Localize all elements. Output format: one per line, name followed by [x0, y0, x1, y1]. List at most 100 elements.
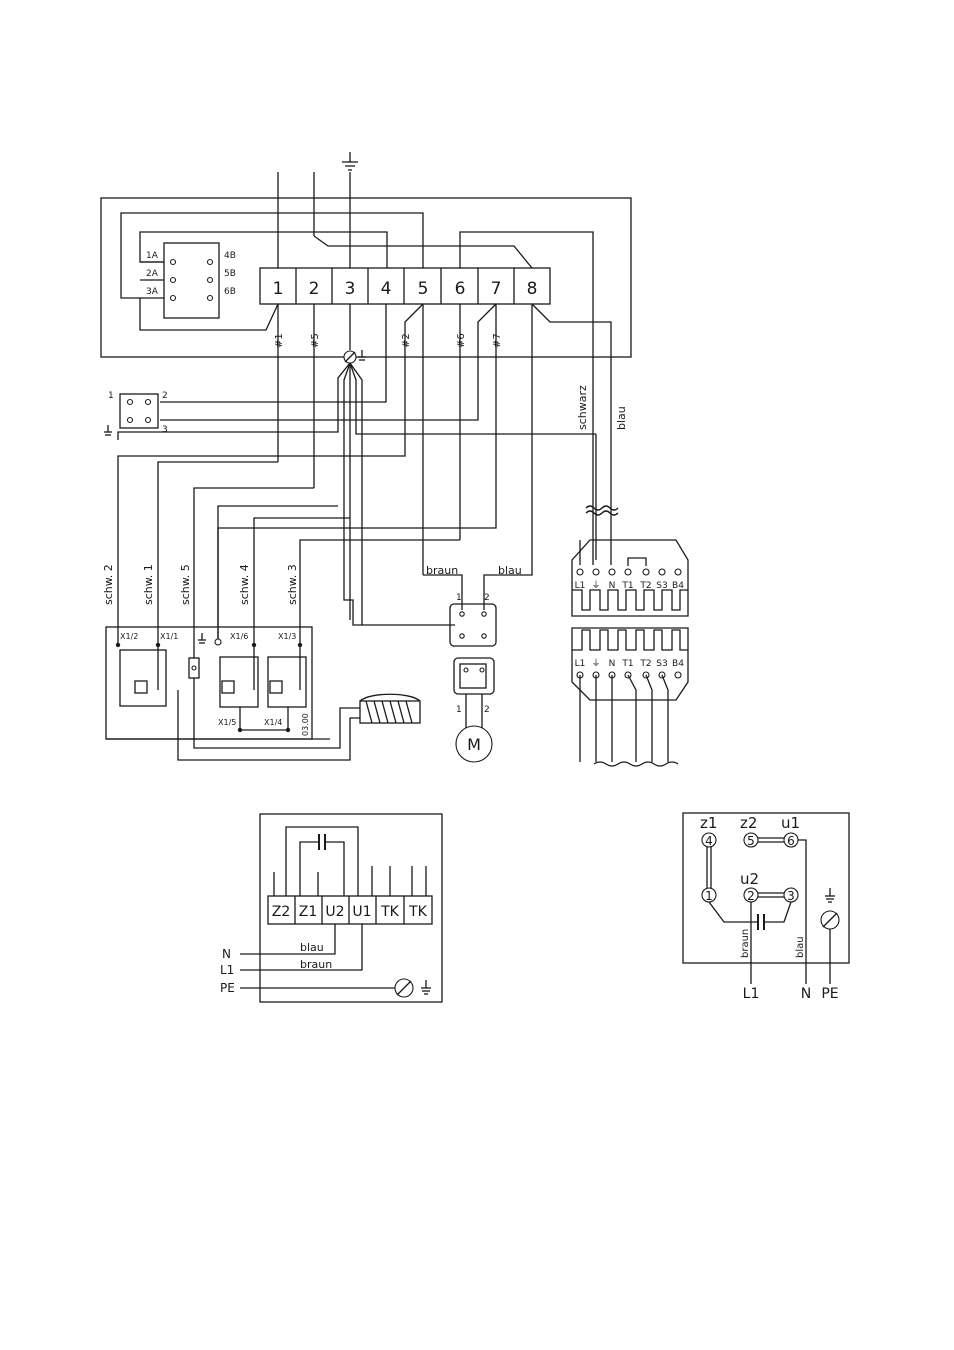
- sensor-node-x1-1: X1/1: [160, 632, 178, 641]
- sensor-wire-label-2: schw. 2: [102, 564, 115, 605]
- switch-label-5b: 5B: [224, 269, 236, 279]
- motor-term-num-2: 2: [747, 889, 755, 903]
- wire-id-7: #7: [492, 333, 503, 348]
- plug-top-pin-6: [674, 568, 682, 576]
- motor-pin-1-top: 1: [456, 593, 462, 603]
- sensor-wire-label-5: schw. 5: [179, 564, 192, 605]
- sensor-node-x1-4: X1/4: [264, 718, 282, 727]
- plug-top-pin-3: [624, 568, 632, 576]
- motor-feed-pe: PE: [821, 986, 838, 1002]
- cable-label-blau: blau: [615, 406, 628, 430]
- motor-term-z1: z1: [700, 814, 717, 832]
- plug-top-pin-2: [608, 568, 616, 576]
- sensor-wire-label-1: schw. 1: [142, 564, 155, 605]
- motor-feed-l1: L1: [743, 986, 760, 1002]
- motor-terminal-diagram: z1 z2 u1 u2 4 5 6 1 2 3 braun b: [682, 812, 850, 1002]
- sensor-node-x1-6: X1/6: [230, 632, 248, 641]
- motor-term-u2: u2: [740, 870, 759, 888]
- cap-terminal-u1: U1: [352, 904, 371, 920]
- switch-label-3a: 3A: [146, 287, 159, 297]
- cap-terminal-z1: Z1: [299, 904, 318, 920]
- motor-term-num-1: 1: [705, 889, 713, 903]
- cap-wire-blau: blau: [300, 941, 324, 954]
- heating-coil: [359, 693, 421, 724]
- terminal-6: 6: [455, 279, 466, 299]
- motor-pin-2-top: 2: [484, 593, 490, 603]
- power-plug: L1 ⏚ N T1 T2 S3 B4 L1 ⏚ N T1 T2 S3 B4: [571, 539, 689, 701]
- wire-id-2: #2: [401, 333, 412, 348]
- plug-top-pe: ⏚: [591, 580, 600, 591]
- switch-label-2a: 2A: [146, 269, 159, 279]
- motor-wire-braun: braun: [426, 564, 458, 577]
- cap-terminal-u2: U2: [325, 904, 344, 920]
- motor-plug: [449, 603, 497, 695]
- terminal-8: 8: [527, 279, 538, 299]
- plug-bottom-pin-6: [674, 671, 682, 679]
- plug-top-s3: S3: [656, 581, 667, 591]
- plug-bottom-n: N: [609, 659, 616, 669]
- motor-feed-n: N: [801, 986, 811, 1002]
- sensor-box-code: 03.00: [301, 713, 310, 736]
- aux-connector: 1 2 3: [104, 391, 168, 436]
- terminal-3: 3: [345, 279, 356, 299]
- motor-term-num-5: 5: [747, 834, 755, 848]
- plug-bottom-t2: T2: [639, 659, 651, 669]
- wire-id-6: #6: [456, 333, 467, 348]
- earth-symbol-top: [342, 152, 358, 171]
- plug-top-pin-0: [576, 568, 584, 576]
- switch-label-6b: 6B: [224, 287, 236, 297]
- plug-bottom-pe: ⏚: [591, 658, 600, 669]
- sensor-wire-label-3: schw. 3: [286, 564, 299, 605]
- cap-terminal-tk1: TK: [380, 904, 400, 920]
- cable-label-schwarz: schwarz: [576, 385, 589, 430]
- plug-top-b4: B4: [672, 581, 684, 591]
- motor-pin-2-bottom: 2: [484, 705, 490, 715]
- aux-pin-2: 2: [162, 391, 168, 401]
- selector-switch: 1A 2A 3A 4B 5B 6B: [140, 242, 236, 319]
- sensor-node-x1-5: X1/5: [218, 718, 236, 727]
- motor-term-z2: z2: [740, 814, 757, 832]
- cap-feed-pe: PE: [220, 981, 235, 995]
- aux-pin-1: 1: [108, 391, 114, 401]
- motor-term-u1: u1: [781, 814, 800, 832]
- terminal-4: 4: [381, 279, 392, 299]
- plug-top-pin-1: [592, 568, 600, 576]
- control-housing: [100, 197, 632, 358]
- terminal-5: 5: [418, 279, 429, 299]
- cap-terminal-tk2: TK: [408, 904, 428, 920]
- motor-wire-blau: blau: [498, 564, 522, 577]
- switch-label-4b: 4B: [224, 251, 236, 261]
- terminal-1: 1: [273, 279, 284, 299]
- motor-symbol: M: [455, 725, 493, 763]
- plug-top-l1: L1: [575, 581, 586, 591]
- cap-feed-l1: L1: [220, 963, 234, 977]
- terminal-7: 7: [491, 279, 502, 299]
- plug-top-pin-5: [658, 568, 666, 576]
- earth-terminal: [343, 350, 366, 364]
- aux-pin-3: 3: [162, 425, 168, 435]
- plug-top-t1: T1: [621, 581, 633, 591]
- plug-bottom-b4: B4: [672, 659, 684, 669]
- motor-term-num-6: 6: [787, 834, 795, 848]
- motor-term-num-3: 3: [787, 889, 795, 903]
- plug-top-t2: T2: [639, 581, 651, 591]
- wire-id-1: #1: [274, 333, 285, 348]
- plug-bottom-s3: S3: [656, 659, 667, 669]
- plug-bottom-t1: T1: [621, 659, 633, 669]
- cap-feed-n: N: [222, 947, 231, 961]
- motor-pin-1-bottom: 1: [456, 705, 462, 715]
- plug-top-n: N: [609, 581, 616, 591]
- sensor-node-x1-2: X1/2: [120, 632, 138, 641]
- motor-label: M: [467, 735, 481, 754]
- switch-label-1a: 1A: [146, 251, 159, 261]
- terminal-2: 2: [309, 279, 320, 299]
- motor-wire-label-braun: braun: [740, 929, 751, 958]
- capacitor-terminal-diagram: Z2 Z1 U2 U1 TK TK N L1 PE blau braun: [220, 813, 443, 1003]
- terminal-strip: 1 2 3 4 5 6 7 8: [259, 267, 551, 305]
- cap-terminal-z2: Z2: [272, 904, 291, 920]
- motor-term-num-4: 4: [705, 834, 713, 848]
- sensor-wire-label-4: schw. 4: [238, 564, 251, 605]
- plug-top-pin-4: [642, 568, 650, 576]
- plug-bottom-l1: L1: [575, 659, 586, 669]
